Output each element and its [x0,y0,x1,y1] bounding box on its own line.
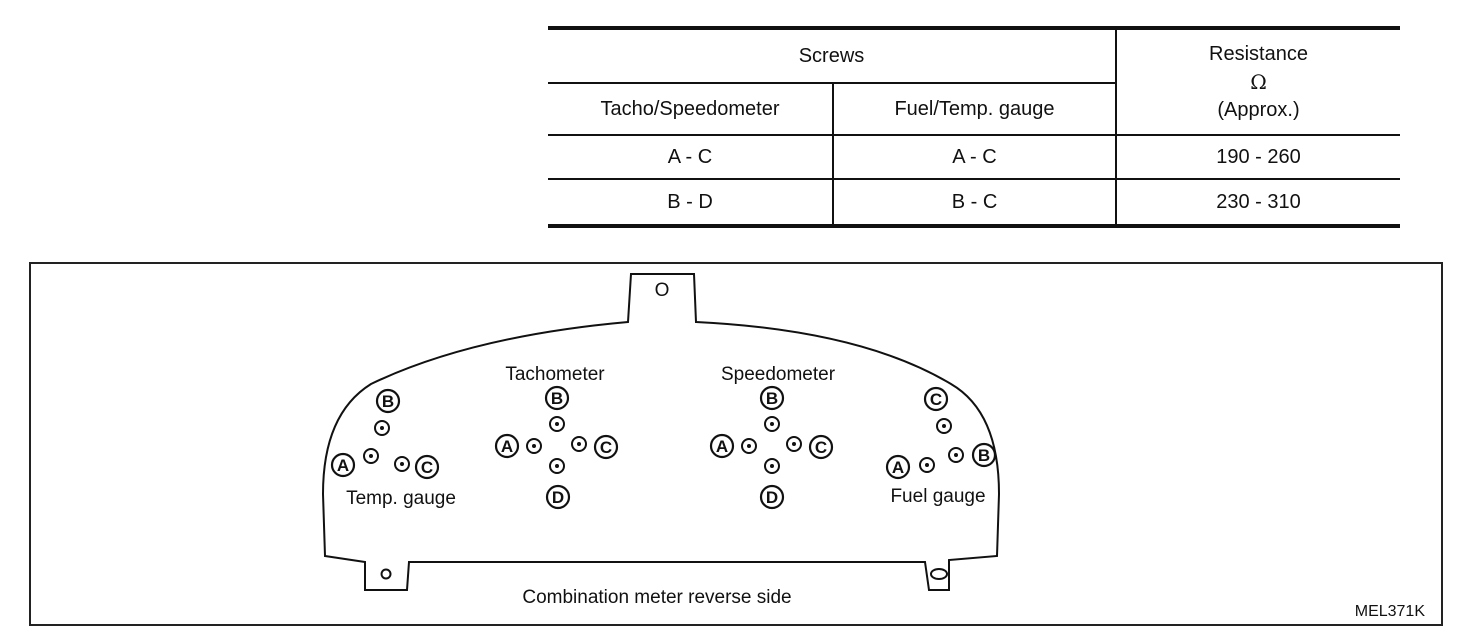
left-mount-hole [380,568,392,580]
table-cell: B - C [951,190,998,213]
table-cell: 230 - 310 [1216,190,1301,213]
tacho-screw-c [571,436,587,452]
temp-gauge-label: Temp. gauge [346,488,456,509]
speedo-screw-b [764,416,780,432]
top-tab-label: O [655,280,670,301]
fuel-screw-c [936,418,952,434]
figure-code: MEL371K [1355,603,1426,620]
table-bottom-rule [548,224,1400,228]
temp-screw-c [394,456,410,472]
temp-screw-a [363,448,379,464]
speedo-terminal-a: A [716,437,728,456]
speedo-terminal-d: D [766,488,778,507]
row-divider [548,178,1400,180]
resistance-unit: Ω [1250,70,1267,94]
fuel-gauge-label: Fuel gauge [890,486,985,507]
resistance-header: Resistance Ω (Approx.) [1117,30,1400,134]
resistance-approx: (Approx.) [1217,99,1300,121]
column-divider-1 [832,83,834,224]
tacho-screw-d [549,458,565,474]
tacho-terminal-b: B [551,389,563,408]
speedometer-label: Speedometer [721,364,836,385]
tacho-screw-a [526,438,542,454]
resistance-spec-table: Screws Tacho/Speedometer Fuel/Temp. gaug… [548,26,1400,228]
temp-terminal-b: B [382,392,394,411]
tacho-screw-b [549,416,565,432]
terminal-rings [330,385,997,510]
table-top-rule [548,26,1400,30]
screw-group [363,416,964,474]
speedo-screw-a [741,438,757,454]
fuel-temp-gauge-header: Fuel/Temp. gauge [894,97,1055,120]
resistance-header-title: Resistance [1209,43,1308,65]
table-cell: A - C [952,145,997,168]
table-cell: A - C [667,145,713,168]
speedo-screw-c [786,436,802,452]
temp-screw-b [374,420,390,436]
speedo-terminal-c: C [815,438,827,457]
combination-meter-diagram: O [321,273,1426,620]
right-mount-hole [930,568,948,580]
fuel-terminal-b: B [978,446,990,465]
temp-terminal-a: A [337,456,349,475]
tachometer-label: Tachometer [505,364,605,385]
fuel-screw-a [919,457,935,473]
table-cell: 190 - 260 [1216,145,1301,168]
speedo-screw-d [764,458,780,474]
fuel-terminal-c: C [930,390,942,409]
tacho-terminal-c: C [600,438,612,457]
fuel-screw-b [948,447,964,463]
header-bottom-rule [548,134,1400,136]
temp-terminal-c: C [421,458,433,477]
figure-caption: Combination meter reverse side [522,587,791,608]
tacho-terminal-a: A [501,437,513,456]
combination-meter-figure: O [29,262,1443,626]
table-cell: B - D [667,190,713,213]
fuel-terminal-a: A [892,458,904,477]
tacho-terminal-d: D [552,488,564,507]
column-divider-2 [1115,28,1117,224]
screws-header: Screws [798,44,865,67]
meter-housing-outline [321,273,1001,591]
screw-centers [369,422,958,468]
speedo-terminal-b: B [766,389,778,408]
tacho-speedometer-header: Tacho/Speedometer [600,97,780,120]
